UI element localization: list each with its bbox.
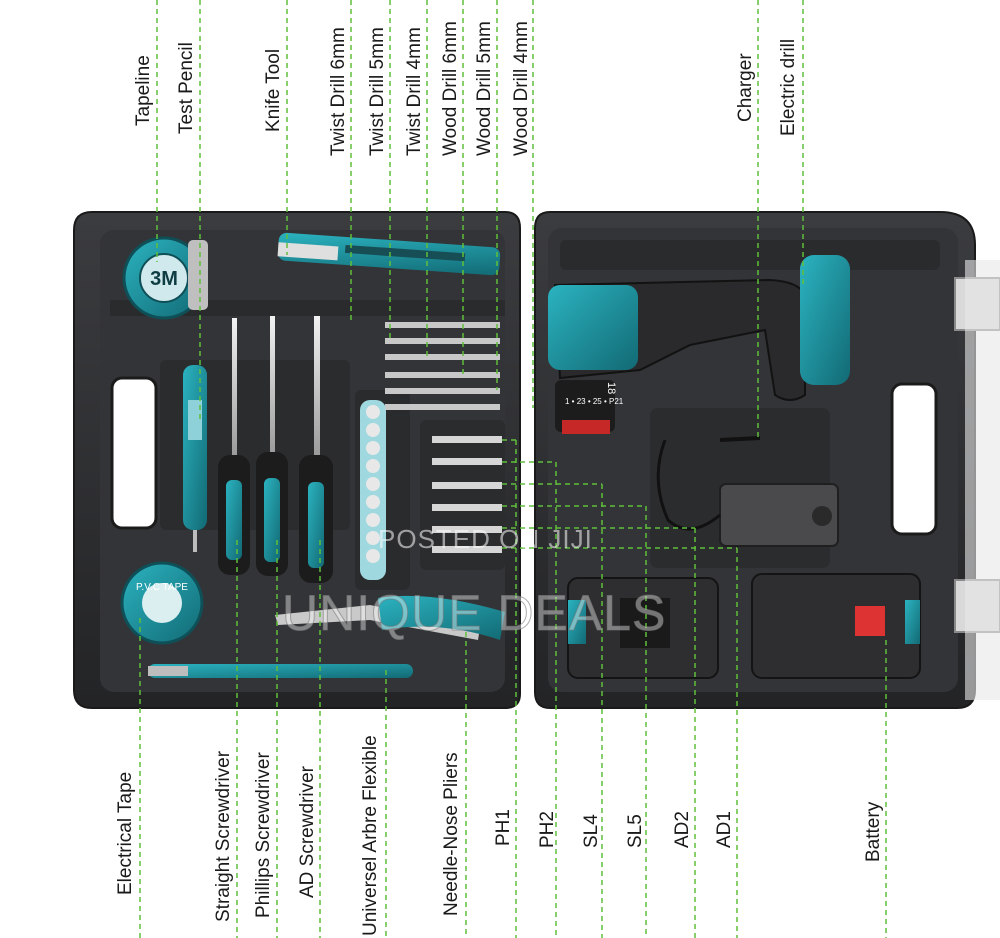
label-tapeline: Tapeline [133, 55, 154, 126]
needle-nose-pliers [275, 595, 505, 640]
ad-screwdriver [299, 316, 333, 583]
guide-lines [139, 0, 887, 938]
label-battery: Battery [863, 801, 884, 862]
screwdriver-bits [432, 436, 502, 553]
drill-speed-text: 1 • 23 • 25 • P21 [565, 397, 624, 406]
label-twist-drill-4mm: Twist Drill 4mm [404, 27, 425, 156]
label-twist-drill-6mm: Twist Drill 6mm [328, 27, 349, 156]
label-straight-screwdriver: Straight Screwdriver [213, 750, 234, 922]
drill-bits [385, 322, 500, 410]
label-ad-screwdriver: AD Screwdriver [297, 766, 318, 898]
battery-2 [751, 573, 921, 679]
label-electrical-tape: Electrical Tape [115, 771, 136, 895]
case-handle-right [890, 382, 938, 536]
knife-tool [277, 232, 501, 276]
battery-1 [567, 577, 719, 679]
label-wood-drill-4mm: Wood Drill 4mm [511, 21, 532, 156]
electrical-tape-text: P.V.C TAPE [136, 582, 188, 593]
label-twist-drill-5mm: Twist Drill 5mm [367, 27, 388, 156]
label-phillips-screwdriver: Phillips Screwdriver [253, 752, 274, 918]
watermark-shop: UNIQUE DEALS [281, 585, 667, 642]
label-knife-tool: Knife Tool [263, 48, 284, 132]
label-ad1: AD1 [714, 811, 735, 848]
label-wood-drill-5mm: Wood Drill 5mm [474, 21, 495, 156]
tape-measure: 3M [122, 236, 208, 320]
label-ph1: PH1 [493, 809, 514, 846]
label-universel-arbre-flexible: Universel Arbre Flexible [360, 735, 381, 936]
charger [656, 436, 839, 547]
label-ad2: AD2 [672, 811, 693, 848]
phillips-screwdriver [256, 316, 288, 576]
universel-arbre-flexible [148, 664, 413, 678]
case-handle-left [110, 376, 158, 530]
electric-drill: 18 1 • 23 • 25 • P21 [548, 255, 850, 434]
watermark-posted: POSTED ON JIJI [378, 524, 593, 554]
label-test-pencil: Test Pencil [176, 42, 197, 134]
label-ph2: PH2 [537, 811, 558, 848]
drill-voltage-text: 18 [605, 382, 617, 394]
label-charger: Charger [735, 53, 756, 122]
label-sl5: SL5 [625, 814, 646, 848]
label-needle-nose-pliers: Needle-Nose Pliers [441, 752, 462, 916]
label-sl4: SL4 [581, 814, 602, 848]
straight-screwdriver [218, 318, 250, 575]
socket-strip [360, 400, 386, 580]
label-electric-drill: Electric drill [778, 38, 799, 136]
test-pencil [183, 365, 207, 552]
electrical-tape: P.V.C TAPE [120, 561, 204, 645]
tape-brand-text: 3M [150, 268, 178, 290]
label-wood-drill-6mm: Wood Drill 6mm [440, 21, 461, 156]
